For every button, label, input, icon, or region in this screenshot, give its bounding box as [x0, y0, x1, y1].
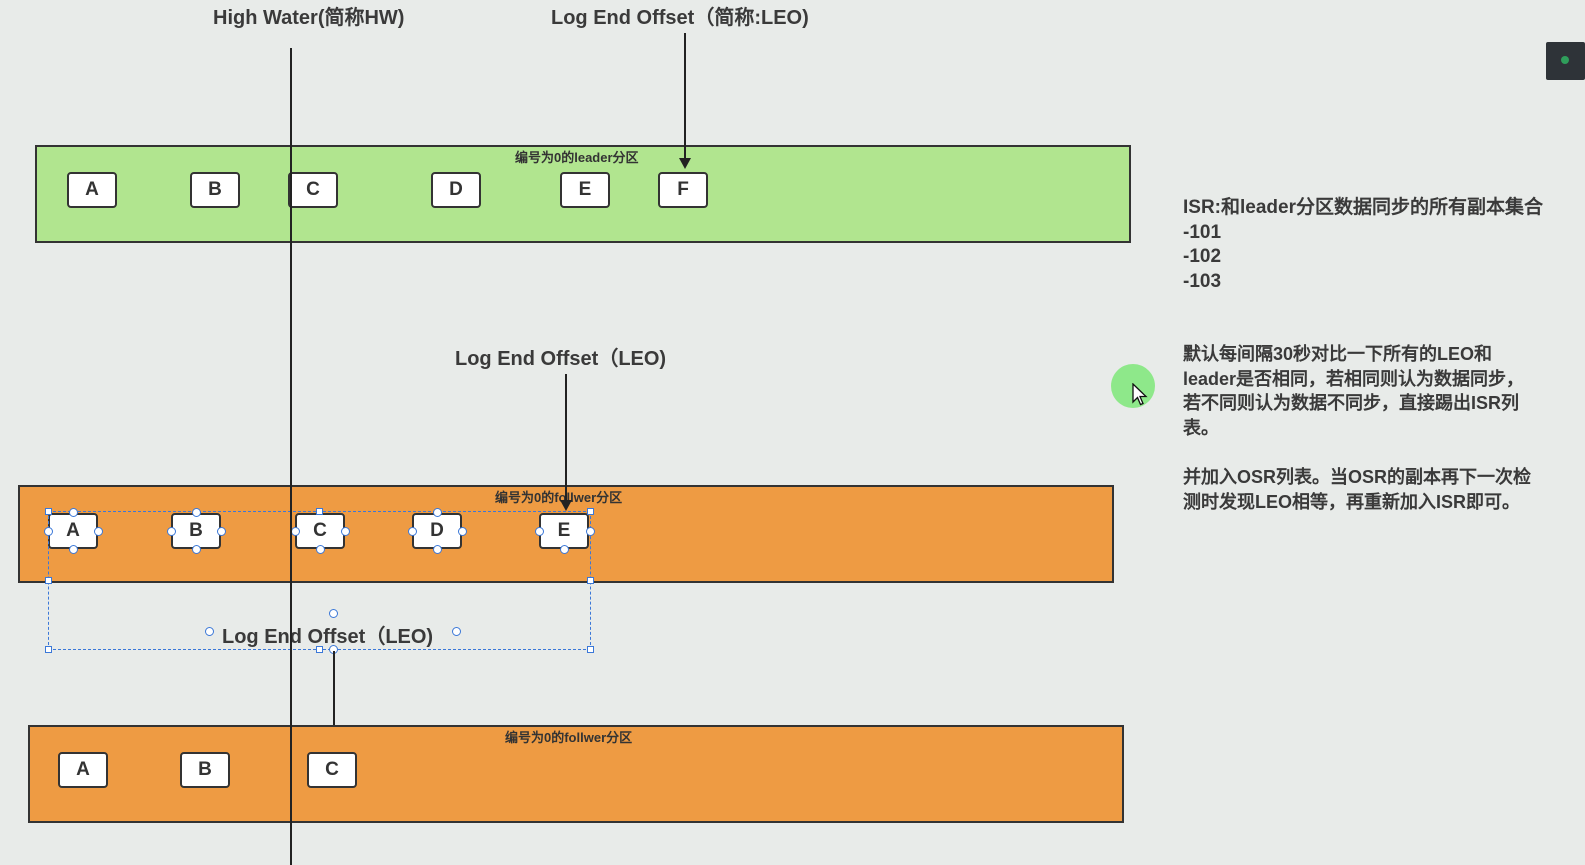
connection-point[interactable] — [341, 527, 350, 536]
connection-point[interactable] — [452, 627, 461, 636]
leader-leo-arrow-head — [679, 158, 691, 169]
sync-rule-line: leader是否相同，若相同则认为数据同步， — [1183, 368, 1525, 389]
connection-point[interactable] — [167, 527, 176, 536]
connection-point[interactable] — [192, 545, 201, 554]
connection-point[interactable] — [458, 527, 467, 536]
follower2-message-a[interactable]: A — [58, 752, 108, 788]
leader-message-e[interactable]: E — [560, 172, 610, 208]
osr-note-line: 测时发现LEO相等，再重新加入ISR即可。 — [1183, 491, 1521, 512]
follower1-leo-arrow-line — [565, 374, 567, 501]
leader-message-f[interactable]: F — [658, 172, 708, 208]
connection-point[interactable] — [44, 527, 53, 536]
connection-point[interactable] — [291, 527, 300, 536]
connection-point[interactable] — [69, 508, 78, 517]
leader-message-c[interactable]: C — [288, 172, 338, 208]
follower1-leo-arrow-head — [560, 500, 572, 511]
connection-point[interactable] — [433, 508, 442, 517]
leader-leo-arrow-line — [684, 33, 686, 159]
follower2-message-c[interactable]: C — [307, 752, 357, 788]
sync-rule-line: 默认每间隔30秒对比一下所有的LEO和 — [1183, 344, 1493, 364]
selection-handle[interactable] — [587, 508, 594, 515]
connection-point[interactable] — [408, 527, 417, 536]
connection-point[interactable] — [560, 545, 569, 554]
high-water-line — [290, 48, 292, 865]
corner-panel-button[interactable] — [1546, 42, 1585, 80]
leader-leo-label: Log End Offset（简称:LEO) — [551, 7, 809, 29]
high-water-label: High Water(简称HW) — [213, 7, 405, 29]
connection-point[interactable] — [205, 627, 214, 636]
connection-point[interactable] — [329, 609, 338, 618]
sync-rule-note: 默认每间隔30秒对比一下所有的LEO和 leader是否相同，若相同则认为数据同… — [1183, 342, 1524, 440]
follower2-leo-label[interactable]: Log End Offset（LEO) — [222, 626, 434, 648]
selection-handle[interactable] — [587, 646, 594, 653]
selection-handle[interactable] — [316, 508, 323, 515]
connection-point[interactable] — [316, 545, 325, 554]
corner-status-icon — [1561, 56, 1569, 64]
osr-note: 并加入OSR列表。当OSR的副本再下一次检 测时发现LEO相等，再重新加入ISR… — [1183, 465, 1531, 514]
mouse-pointer-icon — [1132, 383, 1148, 406]
leader-message-b[interactable]: B — [190, 172, 240, 208]
connection-point[interactable] — [94, 527, 103, 536]
follower1-leo-label: Log End Offset（LEO) — [455, 348, 667, 370]
isr-note-line: -102 — [1183, 246, 1222, 267]
isr-note: ISR:和leader分区数据同步的所有副本集合 -101 -102 -103 — [1183, 196, 1543, 294]
isr-note-line: -103 — [1183, 270, 1222, 292]
connection-point[interactable] — [433, 545, 442, 554]
isr-note-line: -101 — [1183, 221, 1222, 243]
connection-point[interactable] — [217, 527, 226, 536]
leader-message-d[interactable]: D — [431, 172, 481, 208]
connection-point[interactable] — [535, 527, 544, 536]
sync-rule-line: 表。 — [1183, 417, 1219, 438]
sync-rule-line: 若不同则认为数据不同步，直接踢出ISR列 — [1183, 393, 1520, 413]
connection-point[interactable] — [69, 545, 78, 554]
selection-handle[interactable] — [45, 646, 52, 653]
leader-message-a[interactable]: A — [67, 172, 117, 208]
selection-handle[interactable] — [45, 508, 52, 515]
follower2-message-b[interactable]: B — [180, 752, 230, 788]
osr-note-line: 并加入OSR列表。当OSR的副本再下一次检 — [1183, 467, 1532, 487]
selection-handle[interactable] — [587, 577, 594, 584]
leader-partition-title: 编号为0的leader分区 — [515, 150, 639, 165]
follower2-partition-title: 编号为0的follwer分区 — [505, 730, 633, 745]
isr-note-line: ISR:和leader分区数据同步的所有副本集合 — [1183, 197, 1543, 218]
connection-point[interactable] — [192, 508, 201, 517]
follower1-partition-title: 编号为0的follwer分区 — [495, 490, 623, 505]
selection-handle[interactable] — [316, 646, 323, 653]
follower2-leo-arrow-line — [333, 651, 335, 740]
selection-handle[interactable] — [45, 577, 52, 584]
connection-point[interactable] — [586, 527, 595, 536]
